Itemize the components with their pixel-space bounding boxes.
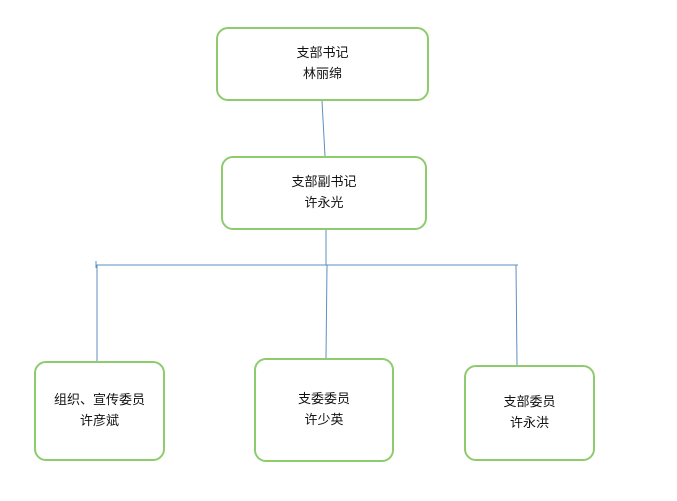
node-person: 许永洪 <box>509 416 549 431</box>
node-branch-secretary: 支部书记 林丽绵 <box>216 27 429 101</box>
node-person: 许彦斌 <box>79 414 119 429</box>
node-deputy-secretary: 支部副书记 许永光 <box>221 156 427 230</box>
node-committee-member: 支委委员 许少英 <box>254 358 394 462</box>
connector-secretary-deputy <box>321 100 326 157</box>
node-title: 支部书记 <box>296 46 349 61</box>
node-person: 许永光 <box>304 196 344 211</box>
node-title: 支委委员 <box>297 392 350 407</box>
connector-bus-committee <box>325 264 328 359</box>
node-title: 组织、宣传委员 <box>53 393 145 408</box>
node-person: 许少英 <box>304 413 344 428</box>
node-title: 支部副书记 <box>291 175 357 190</box>
node-branch-member: 支部委员 许永洪 <box>464 365 595 461</box>
node-title: 支部委员 <box>503 395 556 410</box>
connector-bus-member <box>515 264 518 366</box>
node-person: 林丽绵 <box>302 67 342 82</box>
node-organization-propaganda-member: 组织、宣传委员 许彦斌 <box>34 361 165 461</box>
